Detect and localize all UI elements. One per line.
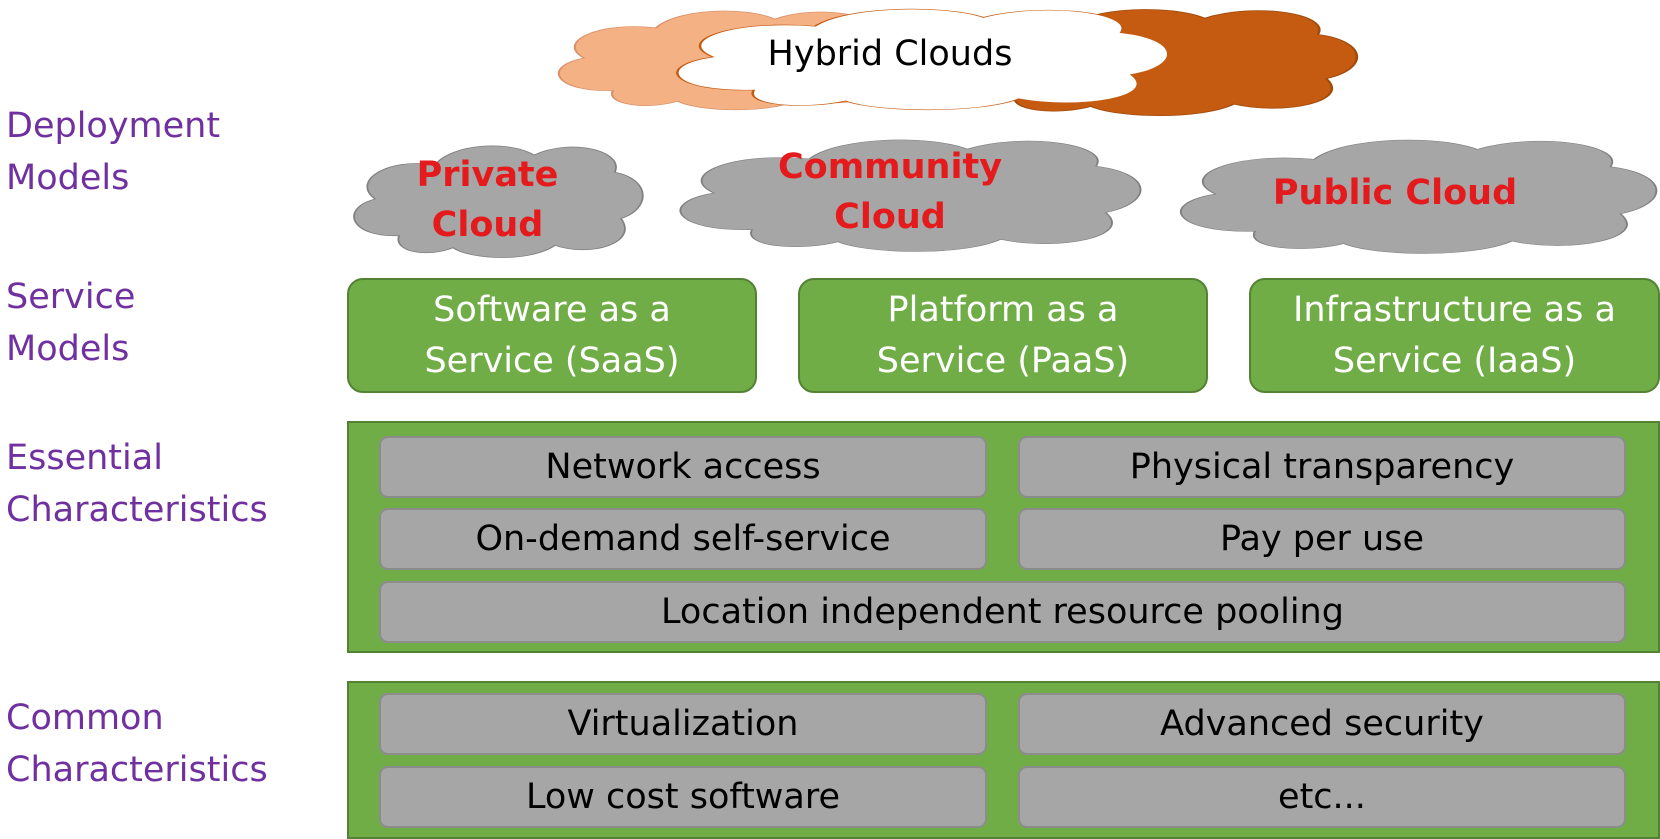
virtualization-cell: Virtualization [379, 693, 987, 755]
advanced-security-cell: Advanced security [1018, 693, 1626, 755]
iaas-box: Infrastructure as a Service (IaaS) [1249, 278, 1660, 393]
deployment-models-label: Deployment Models [6, 106, 221, 198]
common-characteristics-panel: Virtualization Advanced security Low cos… [347, 681, 1660, 839]
resource-pooling-cell: Location independent resource pooling [379, 581, 1626, 643]
on-demand-self-service-cell: On-demand self-service [379, 508, 987, 570]
network-access-cell: Network access [379, 436, 987, 498]
essential-characteristics-panel: Network access Physical transparency On-… [347, 421, 1660, 653]
paas-box: Platform as a Service (PaaS) [798, 278, 1208, 393]
public-cloud-text: Public Cloud [1272, 173, 1518, 213]
low-cost-software-cell: Low cost software [379, 766, 987, 828]
private-cloud-text: Private Cloud [416, 155, 559, 245]
community-cloud-text: Community Cloud [777, 147, 1003, 237]
etc-cell: etc... [1018, 766, 1626, 828]
physical-transparency-cell: Physical transparency [1018, 436, 1626, 498]
essential-characteristics-label: Essential Characteristics [6, 438, 268, 530]
service-models-label: Service Models [6, 277, 136, 369]
common-characteristics-label: Common Characteristics [6, 698, 268, 790]
saas-box: Software as a Service (SaaS) [347, 278, 757, 393]
pay-per-use-cell: Pay per use [1018, 508, 1626, 570]
hybrid-clouds-text: Hybrid Clouds [767, 34, 1013, 74]
